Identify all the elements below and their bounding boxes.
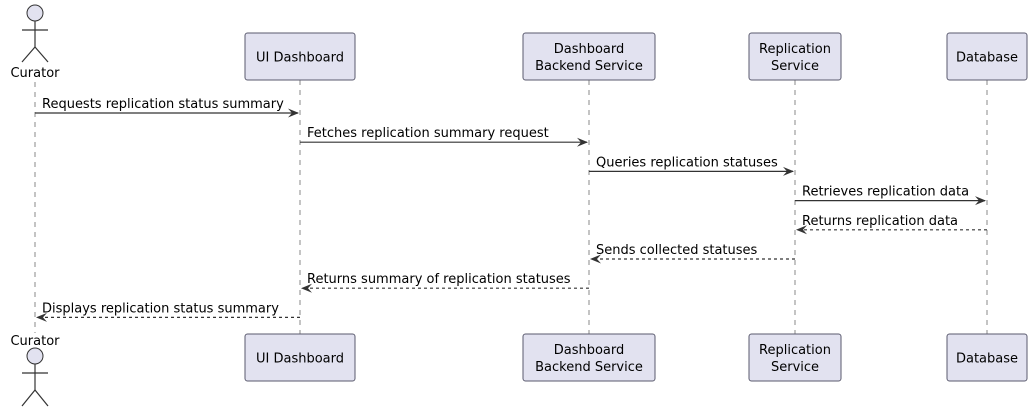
actor-label: Curator xyxy=(10,334,60,349)
message-3: Queries replication statuses xyxy=(589,155,794,176)
arrowhead xyxy=(577,137,588,147)
arrowhead xyxy=(975,196,986,206)
participant-db-bottom: Database xyxy=(946,333,1028,382)
actor-left-leg xyxy=(21,46,36,63)
participant-box xyxy=(522,333,656,382)
participant-box xyxy=(946,333,1028,382)
arrowhead xyxy=(783,166,794,176)
arrowhead xyxy=(301,283,312,293)
actor-left-leg xyxy=(21,389,36,407)
message-1: Requests replication status summary xyxy=(35,97,299,118)
participant-box xyxy=(748,333,842,382)
participant-label: Database xyxy=(956,352,1018,367)
message-8: Displays replication status summary xyxy=(36,301,300,322)
message-4: Retrieves replication data xyxy=(795,185,986,206)
message-5: Returns replication data xyxy=(796,214,987,235)
message-6: Sends collected statuses xyxy=(590,243,795,264)
participant-box xyxy=(522,32,656,81)
participant-box xyxy=(946,32,1028,81)
actor-head xyxy=(26,4,44,22)
actor-head xyxy=(26,347,44,365)
message-label: Sends collected statuses xyxy=(596,243,758,258)
arrowhead xyxy=(796,225,807,235)
participant-label: UI Dashboard xyxy=(256,352,344,367)
participant-ui-bottom: UI Dashboard xyxy=(244,333,356,382)
participant-box xyxy=(748,32,842,81)
actor-label: Curator xyxy=(10,66,60,81)
participant-box xyxy=(244,32,356,81)
message-7: Returns summary of replication statuses xyxy=(301,272,589,293)
participant-label: Database xyxy=(956,51,1018,66)
actor-right-leg xyxy=(34,389,49,407)
message-label: Fetches replication summary request xyxy=(307,126,549,141)
arrowhead xyxy=(288,108,299,118)
participant-ui-top: UI Dashboard xyxy=(244,32,356,81)
message-label: Retrieves replication data xyxy=(802,185,969,200)
actor-curator-top: Curator xyxy=(10,4,60,81)
message-label: Returns replication data xyxy=(802,214,958,229)
message-label: Queries replication statuses xyxy=(596,155,778,170)
message-label: Requests replication status summary xyxy=(42,97,284,112)
arrowhead xyxy=(36,312,47,322)
message-label: Returns summary of replication statuses xyxy=(307,272,571,287)
participant-box xyxy=(244,333,356,382)
participant-db-top: Database xyxy=(946,32,1028,81)
arrowhead xyxy=(590,254,601,264)
message-2: Fetches replication summary request xyxy=(300,126,588,147)
participant-label: UI Dashboard xyxy=(256,51,344,66)
message-label: Displays replication status summary xyxy=(42,301,279,316)
actor-curator-bottom: Curator xyxy=(10,334,60,407)
actor-right-leg xyxy=(34,46,49,63)
